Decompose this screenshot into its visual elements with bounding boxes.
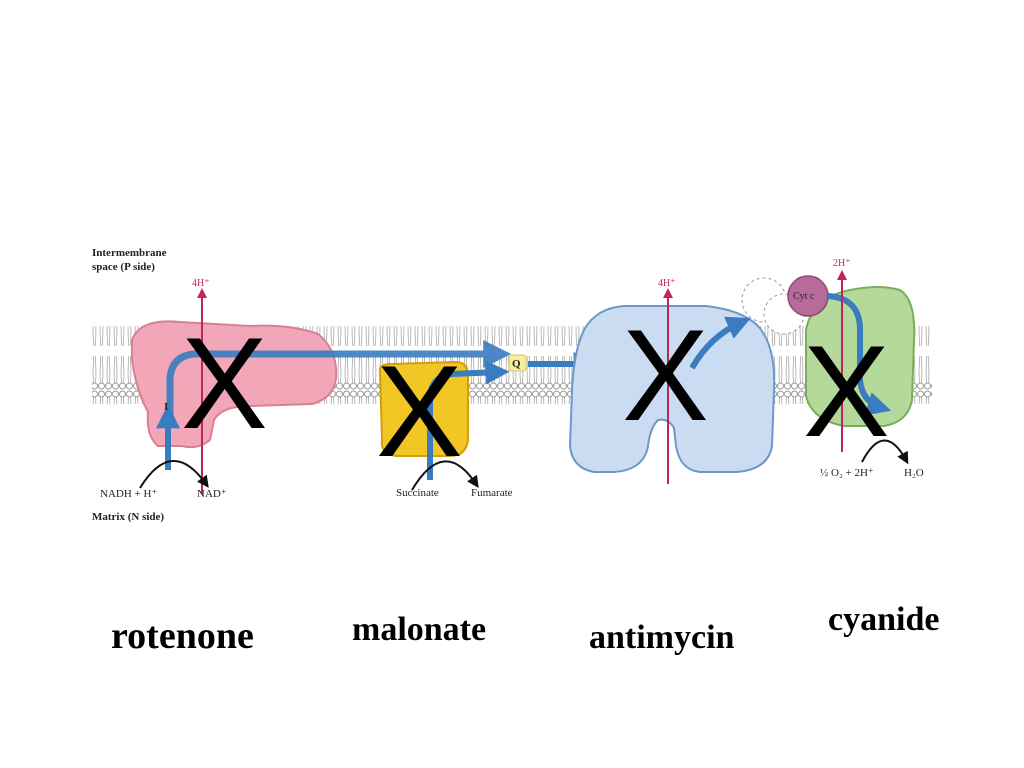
oxygen-reactant-label: ½ O₂ + 2H⁺ [820, 467, 874, 479]
complex-iii-proton-label: 4H⁺ [658, 278, 676, 289]
intermembrane-label-line2: space (P side) [92, 261, 155, 273]
matrix-label: Matrix (N side) [92, 511, 164, 523]
antimycin-label: antimycin [589, 619, 735, 656]
oxygen-reduction-arrow [861, 439, 909, 465]
complex-ii [378, 360, 469, 457]
rotenone-block-mark: X [181, 310, 268, 456]
ubiquinone-label: Q [512, 358, 521, 370]
cyt-c-label: Cyt c [793, 291, 815, 302]
complex-iv-electron-arrow [827, 293, 892, 416]
complex-i-proton-label: 4H⁺ [192, 278, 210, 289]
nadh-oxidation-arrow [139, 460, 209, 489]
ubiquinone-box [508, 354, 527, 372]
malonate-label: malonate [352, 611, 487, 648]
malonate-block-mark: X [376, 338, 463, 484]
cyanide-label: cyanide [828, 601, 940, 638]
nadh-label: NADH + H⁺ [100, 488, 157, 500]
antimycin-block-mark: X [622, 302, 709, 448]
water-product-label: H₂O [904, 467, 924, 479]
succinate-oxidation-arrow [411, 460, 479, 491]
complex-i-roman-label: I [164, 401, 168, 413]
electron-path-arrow-1 [166, 340, 512, 428]
rotenone-label: rotenone [111, 615, 254, 657]
succinate-label: Succinate [396, 487, 439, 499]
cyanide-block-mark: X [803, 318, 890, 464]
nad-label: NAD⁺ [197, 488, 227, 500]
complex-iii-electron-arrow [689, 316, 751, 370]
succinate-electron-arrow [427, 360, 510, 480]
fumarate-label: Fumarate [471, 487, 513, 499]
complex-iv-proton-label: 2H⁺ [833, 258, 851, 269]
intermembrane-label: Intermembrane [92, 247, 167, 259]
